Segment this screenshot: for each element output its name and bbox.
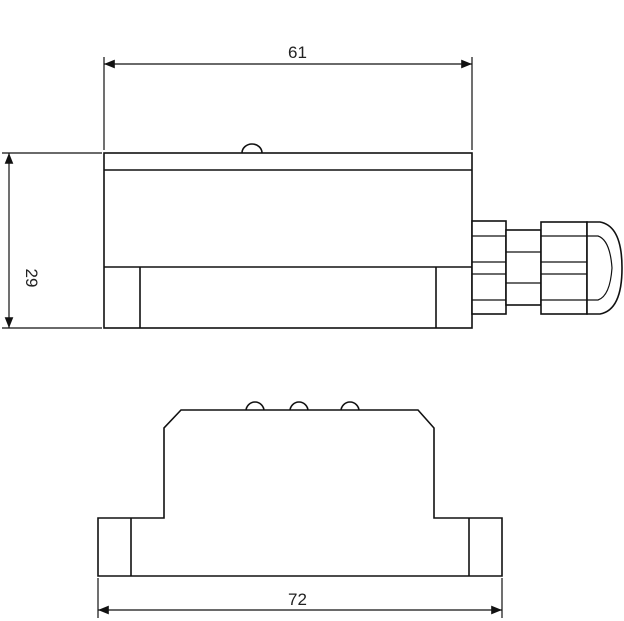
dome-3 bbox=[340, 401, 360, 412]
housing-body bbox=[103, 152, 473, 329]
front-view: 72 bbox=[97, 401, 503, 618]
side-view: 61 29 bbox=[2, 43, 623, 329]
dimension-label-29: 29 bbox=[22, 269, 41, 288]
front-housing-outline bbox=[97, 409, 503, 577]
dome-1 bbox=[245, 401, 265, 412]
dimension-label-61: 61 bbox=[288, 43, 307, 62]
dimension-label-72: 72 bbox=[288, 590, 307, 609]
cable-gland bbox=[471, 220, 623, 315]
dome-2 bbox=[289, 401, 309, 412]
top-dome bbox=[241, 143, 263, 154]
